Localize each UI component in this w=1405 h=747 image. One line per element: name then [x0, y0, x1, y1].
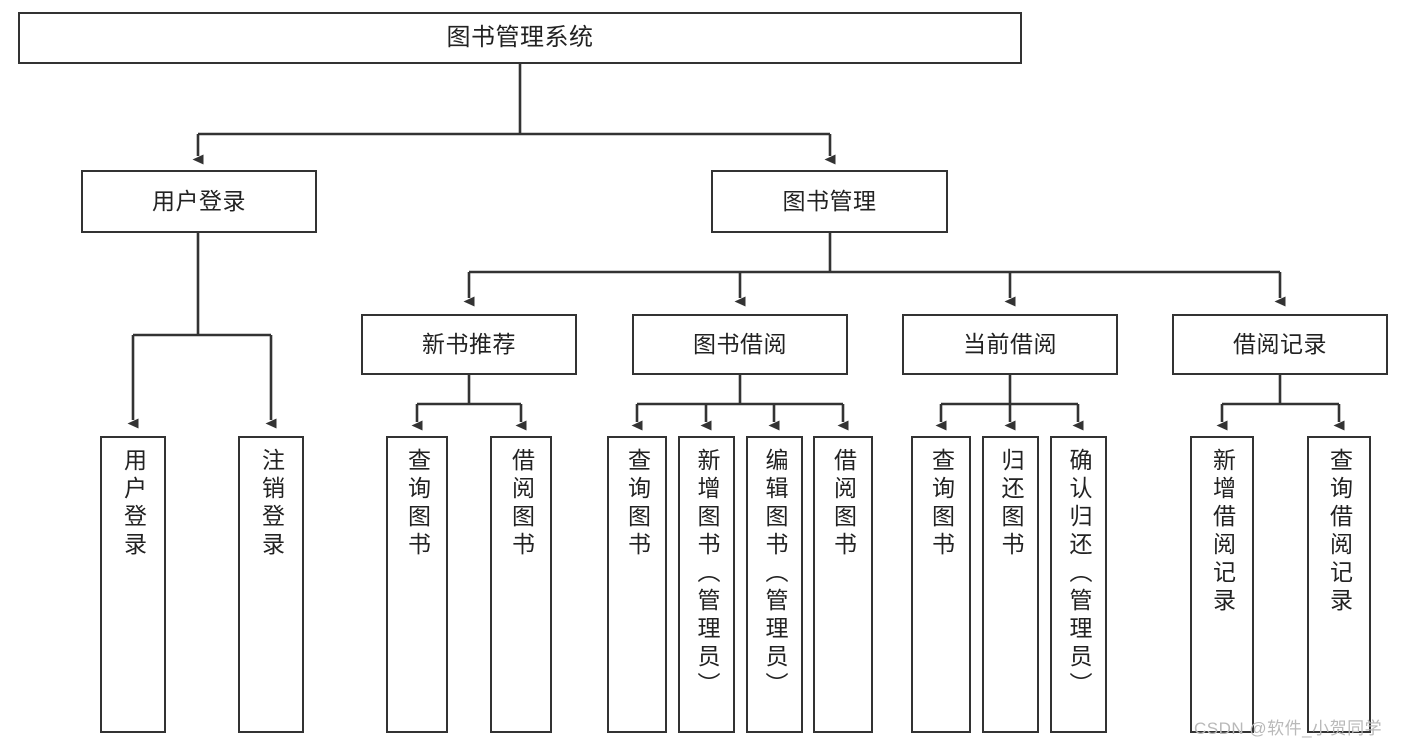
- leaf-edit-book-admin-label: 编辑图书（管理员）: [762, 448, 788, 700]
- node-user-login[interactable]: 用户登录: [81, 170, 317, 233]
- node-current-borrow[interactable]: 当前借阅: [902, 314, 1118, 375]
- node-user-login-label: 用户登录: [152, 187, 246, 214]
- leaf-query-book-2-label: 查询图书: [624, 448, 651, 560]
- leaf-confirm-return-admin-label: 确认归还（管理员）: [1066, 448, 1092, 700]
- leaf-query-book-3[interactable]: 查询图书: [911, 436, 971, 733]
- leaf-query-book-1-label: 查询图书: [404, 448, 431, 560]
- node-new-book-recommend[interactable]: 新书推荐: [361, 314, 577, 375]
- leaf-add-book-admin[interactable]: 新增图书（管理员）: [678, 436, 735, 733]
- leaf-query-borrow-record-label: 查询借阅记录: [1326, 448, 1353, 616]
- node-new-book-recommend-label: 新书推荐: [422, 330, 516, 357]
- node-root-label: 图书管理系统: [446, 23, 594, 51]
- leaf-borrow-book-2-label: 借阅图书: [830, 448, 857, 560]
- leaf-query-borrow-record[interactable]: 查询借阅记录: [1307, 436, 1371, 733]
- leaf-logout-login[interactable]: 注销登录: [238, 436, 304, 733]
- leaf-user-login[interactable]: 用户登录: [100, 436, 166, 733]
- leaf-add-book-admin-label: 新增图书（管理员）: [694, 448, 720, 700]
- leaf-return-book-label: 归还图书: [998, 448, 1024, 560]
- node-borrow-record[interactable]: 借阅记录: [1172, 314, 1388, 375]
- leaf-query-book-1[interactable]: 查询图书: [386, 436, 448, 733]
- node-book-borrow[interactable]: 图书借阅: [632, 314, 848, 375]
- node-book-management[interactable]: 图书管理: [711, 170, 948, 233]
- leaf-return-book[interactable]: 归还图书: [982, 436, 1039, 733]
- leaf-query-book-2[interactable]: 查询图书: [607, 436, 667, 733]
- leaf-add-borrow-record-label: 新增借阅记录: [1209, 448, 1236, 616]
- leaf-edit-book-admin[interactable]: 编辑图书（管理员）: [746, 436, 803, 733]
- leaf-borrow-book-1[interactable]: 借阅图书: [490, 436, 552, 733]
- node-book-borrow-label: 图书借阅: [693, 330, 787, 357]
- leaf-user-login-label: 用户登录: [120, 448, 147, 560]
- node-current-borrow-label: 当前借阅: [963, 330, 1057, 357]
- csdn-watermark: CSDN @软件_小贺同学: [1194, 719, 1383, 738]
- node-book-management-label: 图书管理: [782, 187, 877, 214]
- leaf-query-book-3-label: 查询图书: [928, 448, 955, 560]
- leaf-logout-login-label: 注销登录: [258, 448, 285, 560]
- leaf-confirm-return-admin[interactable]: 确认归还（管理员）: [1050, 436, 1107, 733]
- leaf-borrow-book-2[interactable]: 借阅图书: [813, 436, 873, 733]
- node-borrow-record-label: 借阅记录: [1233, 330, 1327, 357]
- leaf-add-borrow-record[interactable]: 新增借阅记录: [1190, 436, 1254, 733]
- leaf-borrow-book-1-label: 借阅图书: [508, 448, 535, 560]
- node-root-system[interactable]: 图书管理系统: [18, 12, 1022, 64]
